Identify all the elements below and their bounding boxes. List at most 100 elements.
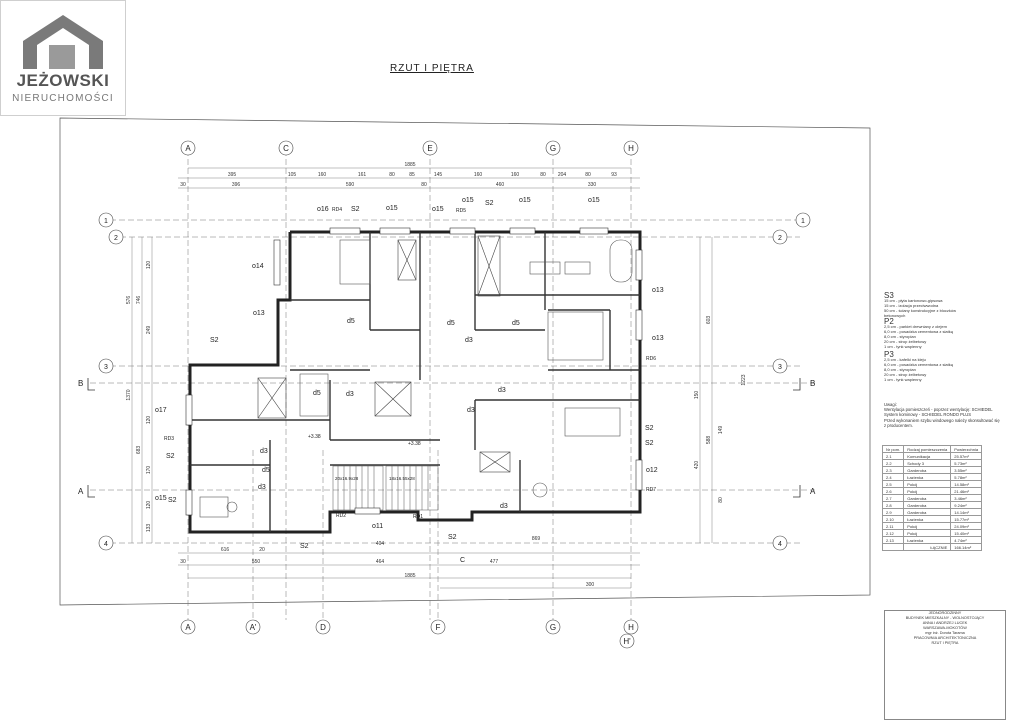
legend-line: 8,0 cm - styropian bbox=[884, 334, 916, 339]
staircase bbox=[332, 465, 439, 511]
legend-line: 8,0 cm - styropian bbox=[884, 367, 916, 372]
axis-labels-top: A C E G H bbox=[185, 144, 634, 153]
legend-line: 2,5 cm - parkiet drewniany z olejem bbox=[884, 324, 947, 329]
legend-line: 15 cm - płyta kartonowo-gipsowa bbox=[884, 298, 943, 303]
table-cell: Komunikacja bbox=[903, 452, 952, 460]
legend-line: 15 cm - izolacja przeciwwodna bbox=[884, 303, 939, 308]
plan-label: RD2 bbox=[336, 513, 346, 519]
section-markers: B B A A bbox=[78, 379, 816, 496]
plan-label: +3.38 bbox=[308, 434, 321, 440]
table-cell: 2.1 bbox=[881, 452, 905, 460]
plan-label: S2 bbox=[210, 337, 219, 344]
table-cell: 15.77m² bbox=[950, 515, 983, 523]
dim-top: 460 bbox=[496, 182, 505, 188]
plan-label: o13 bbox=[652, 287, 664, 294]
notes-heading: Uwagi: bbox=[884, 402, 897, 407]
table-cell: Łazienka bbox=[903, 515, 952, 523]
section-arrows bbox=[87, 378, 801, 498]
dim-right: 149 bbox=[718, 426, 724, 435]
plan-label: o11 bbox=[372, 523, 383, 530]
inner-walls bbox=[190, 232, 640, 532]
table-cell: 4.74m² bbox=[950, 536, 983, 544]
dimension-texts-vertical: 576 1370 683 746 120 249 120 170 120 133… bbox=[126, 261, 747, 533]
titleblock-line: PRACOWNIA ARCHITEKTONICZNA bbox=[913, 636, 977, 640]
table-total-value: 166.14m² bbox=[950, 543, 983, 551]
axis-label-bottom: F bbox=[436, 623, 441, 632]
dim-top: 160 bbox=[474, 172, 483, 178]
axis-label-side: 2 bbox=[114, 235, 118, 242]
plan-label: d3 bbox=[498, 387, 506, 394]
plan-label: RD1 bbox=[413, 514, 423, 520]
axis-label-top: E bbox=[427, 144, 432, 153]
section-label: A bbox=[810, 487, 816, 496]
plan-label: d3 bbox=[346, 391, 354, 398]
table-cell: Pokój bbox=[903, 522, 952, 530]
table-cell: Łazienka bbox=[903, 473, 952, 481]
dim-top: 396 bbox=[232, 182, 241, 188]
company-logo: JEŻOWSKI NIERUCHOMOŚCI bbox=[0, 0, 126, 116]
axis-labels-side: 1 2 3 4 1 2 3 4 bbox=[104, 218, 805, 548]
plan-label: S2 bbox=[351, 206, 360, 213]
table-cell: 15.40m² bbox=[950, 529, 983, 537]
windows bbox=[185, 227, 643, 516]
table-cell: Pokój bbox=[903, 480, 952, 488]
table-cell: 25.57m² bbox=[950, 452, 983, 460]
plan-label: o12 bbox=[646, 467, 658, 474]
plan-label: RD7 bbox=[646, 487, 656, 493]
titleblock-line: RZUT I PIĘTRA bbox=[931, 641, 959, 645]
axis-label-side: 4 bbox=[778, 541, 782, 548]
section-label: B bbox=[810, 379, 815, 388]
table-cell: 9.24m² bbox=[950, 501, 983, 509]
legend-line: 50 cm - ściany konstrukcyjne z bloczków … bbox=[884, 308, 957, 318]
dim-left: 249 bbox=[146, 326, 152, 335]
plan-label: o13 bbox=[652, 335, 664, 342]
plan-label: d3 bbox=[500, 503, 508, 510]
plan-label: S2 bbox=[485, 200, 494, 207]
table-cell: 14.58m² bbox=[950, 480, 983, 488]
dim-top: 160 bbox=[511, 172, 520, 178]
axis-label-bottom: H' bbox=[623, 637, 631, 646]
axis-label-side: 2 bbox=[778, 235, 782, 242]
table-cell: 24.09m² bbox=[950, 522, 983, 530]
axis-label-top: G bbox=[550, 144, 556, 153]
notes-line: Przed wykonaniem szybu windowego należy … bbox=[884, 417, 1000, 423]
dim-left: 133 bbox=[146, 524, 152, 533]
plan-label: d5 bbox=[447, 320, 455, 327]
dim-left: 683 bbox=[136, 446, 142, 455]
table-cell bbox=[881, 543, 905, 551]
grid-lines bbox=[90, 150, 815, 620]
dim-bottom: 616 bbox=[221, 547, 230, 553]
axis-label-top: C bbox=[283, 144, 289, 153]
shafts bbox=[257, 235, 511, 473]
dim-top: 85 bbox=[409, 172, 415, 178]
plan-label: 18x16.55x28 bbox=[389, 476, 415, 481]
legend-line: 6,0 cm - posadzka cementowa z siatką bbox=[884, 362, 953, 367]
dim-right: 150 bbox=[694, 391, 700, 400]
plan-label: S2 bbox=[645, 425, 654, 432]
dim-bottom: 464 bbox=[376, 559, 385, 565]
dim-top: 30 bbox=[180, 182, 186, 188]
titleblock-line: WARSZAWA-MOKOTÓW bbox=[923, 626, 967, 630]
title-block: JEDNORODZINNY BUDYNEK MIESZKALNY - WOLNO… bbox=[884, 610, 1006, 720]
legend-line: 1 cm - tynk wapienny bbox=[884, 377, 922, 382]
legend-line: 2,5 cm - kafelki na kleju bbox=[884, 357, 926, 362]
plan-label: o15 bbox=[155, 495, 167, 502]
dim-right: 603 bbox=[706, 316, 712, 325]
table-cell: Garderoba bbox=[903, 508, 952, 516]
titleblock-line: BUDYNEK MIESZKALNY - WOLNOSTOJĄCY bbox=[905, 616, 985, 620]
plan-label: o16 bbox=[317, 206, 329, 213]
axis-label-side: 3 bbox=[778, 364, 782, 371]
plan-label: S2 bbox=[166, 453, 175, 460]
dim-top: 93 bbox=[611, 172, 617, 178]
table-cell: 2.11 bbox=[881, 522, 905, 530]
dim-top: 80 bbox=[585, 172, 591, 178]
dim-bottom: 300 bbox=[586, 582, 595, 588]
